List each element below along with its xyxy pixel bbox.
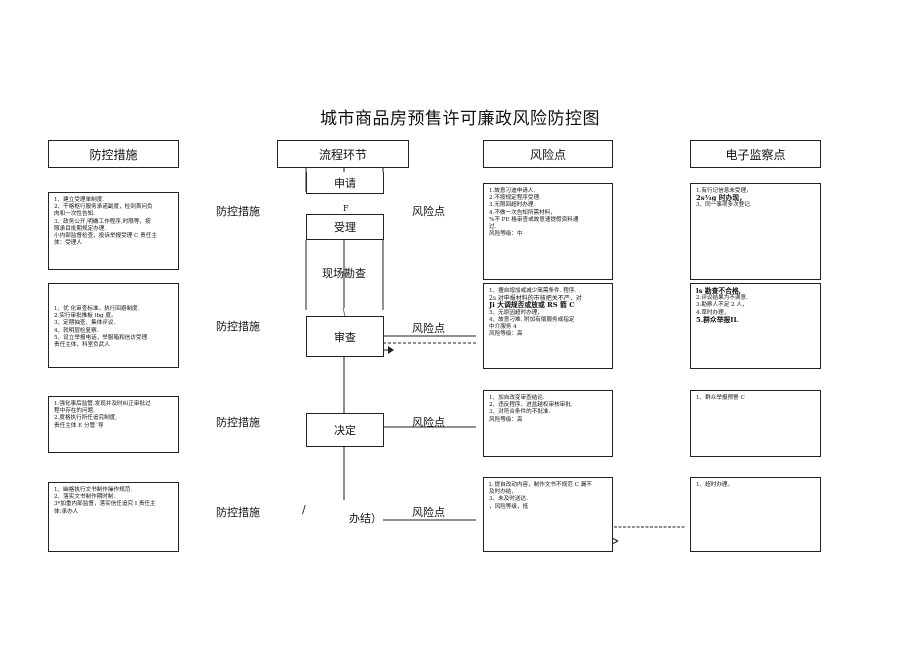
monitor-box-finish: 1、超时办理。 (690, 477, 821, 552)
measure-line: 2.度格执行所任追究制度, (54, 415, 118, 422)
header-risk: 风险点 (483, 140, 613, 168)
finish-slash: / (302, 503, 306, 516)
node-finish: 办结） (349, 512, 382, 525)
measure-line: 1、幽格执行文书制作操作规范. (54, 487, 133, 493)
measure-line: 体:承办人 (54, 508, 79, 515)
risk-line: 过. (489, 224, 497, 231)
node-survey: 现场勘查 (322, 267, 366, 280)
risk-line: 风险等级：高 (489, 416, 523, 423)
monitor-line: ls 勘查不合格, (696, 287, 742, 295)
risk-line: 3、未及时送达. (489, 496, 528, 503)
monitor-line: 5.群众举报IL (696, 315, 739, 324)
label-measure-accept: 防控措施 (216, 205, 260, 218)
risks-box-decide: 1、加自改变审查结论. 2、违反程序、进盆越权审核审批. 3、对符合条件的不批准… (483, 390, 613, 457)
monitor-line: 1、超时办理。 (696, 482, 734, 488)
monitor-line: 3、同一事项多次登记. (696, 202, 752, 209)
label-risk-review: 风险点 (412, 322, 445, 335)
label-measure-decide: 防控措施 (216, 416, 260, 429)
label-measure-review: 防控措施 (216, 320, 260, 333)
measure-line: 体：受理人 (54, 240, 82, 247)
measure-line: 责任主体 E 分管`导 (54, 422, 104, 429)
measure-line: 3、政务公开,明确工作程序,时限等，按 (54, 218, 151, 225)
monitor-box-review: ls 勘查不合格, 2.评议结果为不满意. 3.勘察人不足 2 人， 4.草时办… (690, 283, 821, 369)
monitor-line: 3.勘察人不足 2 人， (696, 302, 748, 309)
measure-line: 2、落实文书制作期时制. (54, 494, 116, 501)
risk-line: 4、故意刁难. 附加有偿服务或指定 (489, 316, 575, 323)
measure-line: 1、优 化审查标准，执行回避制度. (54, 306, 140, 312)
measure-line: 责任主体，科室负武人 (54, 342, 110, 349)
monitor-line: 1.有行记信息未受理， (696, 188, 752, 194)
measures-box-decide: 1.强化事后监管.发现并及时纠正审批过 程中存在的问题. 2.度格执行所任追究制… (48, 396, 179, 453)
measure-line: 小内部监督检查，投诉举报受理 C 责任主 (54, 233, 157, 240)
measure-line: 5、设立举报电话，举服箱和信访受理. (54, 334, 149, 341)
measure-line: 肉和一次性告知. (54, 211, 95, 218)
risk-line: 1、擅自增加或减少简需条件. 程序. (489, 288, 577, 294)
header-monitor: 电子监察点 (690, 140, 821, 168)
accept-mark: F (343, 204, 349, 213)
risk-line: 3.无限回超时办理. (489, 202, 536, 209)
risk-line: 及时办结， (489, 489, 517, 496)
risk-line: L 提自改动内容，制作文书不规范 C 漏不 (489, 482, 592, 488)
measure-line: 2、干格枢行服务承诺副度，检到首问负 (54, 204, 153, 211)
node-accept: 受理 (306, 214, 384, 240)
measure-line: 4、就明层检复察. (54, 327, 99, 334)
measures-box-accept: 1、建立受理单制度. 2、干格枢行服务承诺副度，检到首问负 肉和一次性告知. 3… (48, 192, 179, 270)
header-measures: 防控措施 (48, 140, 179, 168)
header-process: 流程环节 (277, 140, 409, 168)
risks-box-accept: 1.故意刁迪申请人. 2.不按规定程序受理. 3.无限回超时办理. 4.不做一次… (483, 183, 613, 280)
node-decide: 决定 (306, 413, 384, 447)
label-risk-decide: 风险点 (412, 416, 445, 429)
risk-line: ，风险等级，抵 (489, 503, 529, 510)
monitor-line: 2s¾g 时办现， (696, 194, 746, 203)
measures-box-finish: 1、幽格执行文书制作操作规范. 2、落实文书制作期时制. 3*加重内部监督，落实… (48, 482, 179, 552)
label-risk-accept: 风险点 (412, 205, 445, 218)
node-apply: 申请 (306, 172, 384, 194)
risks-box-finish: L 提自改动内容，制作文书不规范 C 漏不 及时办结， 3、未及时送达. ，风险… (483, 477, 613, 552)
risk-line: 3、无原因超时办理， (489, 309, 543, 316)
measures-box-review: 1、优 化审查标准，执行回避制度. 2.实行审批推板 lbg 度。 3、定期抽查… (48, 283, 179, 368)
label-risk-finish: 风险点 (412, 506, 445, 519)
risks-box-review: 1、擅自增加或减少简需条件. 程序. 2s 对申报材料的市核把关不严，对 Ji … (483, 283, 613, 369)
risk-line: Ji 大调规否或放或 RS 箭 C (489, 301, 575, 310)
measure-line: 3*加重内部监督，落实信任追究 I 责任主 (54, 501, 156, 508)
monitor-line: 2.评议结果为不满意. (696, 295, 748, 302)
risk-line: 风险等级：高 (489, 331, 523, 338)
risk-line: 3、对符合条件的不批准. (489, 409, 551, 416)
risk-line: %不 PE 格审查或故意速提假资料通 (489, 216, 579, 223)
measure-line: 1、建立受理单制度. (54, 197, 105, 203)
risk-line: 4.不做一次告知所需材料， (489, 209, 556, 216)
node-review: 审查 (306, 316, 384, 357)
monitor-box-decide: 1、群众举报预警 C (690, 390, 821, 457)
measure-line: 3、定期抽查、集体评议. (54, 320, 116, 327)
label-measure-finish: 防控措施 (216, 506, 260, 519)
measure-line: 2.实行审批推板 lbg 度。 (54, 313, 117, 320)
risk-line: 风险等级：中 (489, 231, 523, 238)
risk-line: 1.故意刁迪申请人. (489, 188, 536, 194)
monitor-line: 4.草时办理， (696, 309, 730, 316)
risk-line: 2s 对申报材料的市核把关不严，对 (489, 295, 582, 303)
risk-line: 2、违反程序、进盆越权审核审批. (489, 402, 573, 409)
risk-line: 1、加自改变审查结论. (489, 395, 545, 401)
monitor-line: 1、群众举报预警 C (696, 395, 745, 401)
risk-line: 中介服务 4 (489, 324, 517, 331)
page-title: 城市商品房预售许可廉政风险防控图 (320, 109, 600, 129)
measure-line: 1.强化事后监管.发现并及时纠正审批过 (54, 401, 151, 407)
measure-line: 照承目批期规定办理. (54, 225, 107, 232)
measure-line: 程中存在的问题. (54, 408, 95, 415)
risk-line: 2.不按规定程序受理. (489, 195, 541, 202)
monitor-box-accept: 1.有行记信息未受理， 2s¾g 时办现， 3、同一事项多次登记. (690, 183, 821, 280)
